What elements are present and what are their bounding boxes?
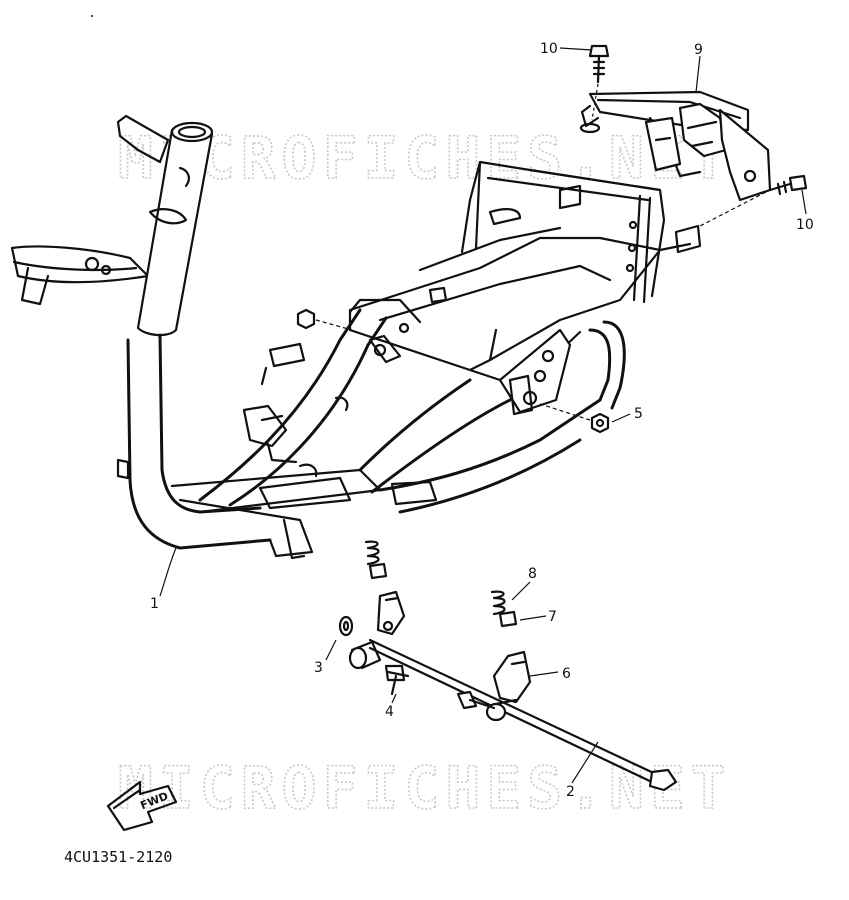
rear-bracket	[580, 90, 772, 202]
bolt-10-right	[699, 174, 808, 227]
callout-6: 6	[562, 666, 571, 682]
callout-10-right: 10	[796, 217, 814, 233]
nut-5	[539, 403, 610, 434]
spring-left	[364, 540, 388, 580]
bushing	[348, 640, 382, 670]
callout-5: 5	[634, 406, 643, 422]
watermark-top: MICROFICHES.NET	[118, 124, 732, 192]
callout-4: 4	[385, 704, 394, 720]
leader-lines	[159, 47, 807, 784]
washer-3	[338, 615, 354, 637]
bolt-4	[384, 664, 410, 696]
bolt-10-top	[579, 44, 610, 134]
callout-7: 7	[548, 609, 557, 625]
callout-3: 3	[314, 660, 323, 676]
drawing-code: 4CU1351-2120	[64, 848, 172, 866]
nut-mid	[296, 308, 353, 331]
pivot-bracket-6	[485, 650, 532, 722]
callout-1: 1	[150, 596, 159, 612]
shaft-2	[368, 638, 678, 792]
pin-right	[456, 690, 496, 710]
main-frame	[10, 114, 702, 560]
callout-8: 8	[528, 566, 537, 582]
callouts: 1 2 3 4 5 6 7 8 9 10 10	[150, 41, 814, 800]
corner-mark	[91, 15, 93, 17]
spring-8	[490, 590, 506, 616]
callout-2: 2	[566, 784, 575, 800]
watermark-bottom: MICROFICHES.NET	[118, 754, 732, 822]
callout-10-top: 10	[540, 41, 558, 57]
pivot-bracket-left	[376, 590, 406, 636]
collar-7	[498, 610, 518, 628]
callout-9: 9	[694, 42, 703, 58]
